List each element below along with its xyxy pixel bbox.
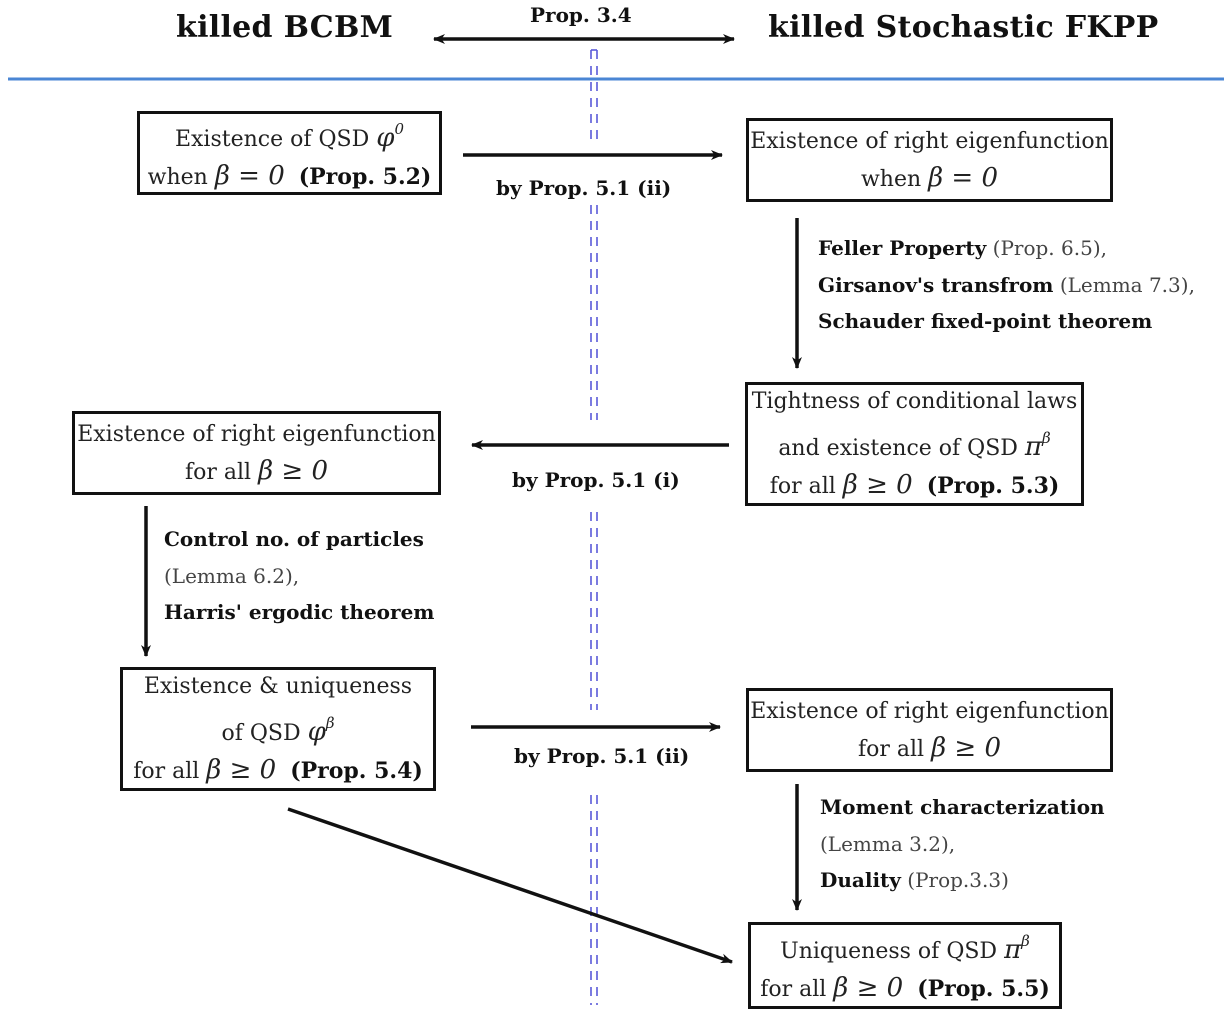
note-line: Feller Property (Prop. 6.5),: [818, 230, 1195, 267]
note-ref: (Prop. 6.5),: [986, 236, 1107, 260]
box-text: Tightness of conditional laws: [751, 389, 1078, 414]
note-right-2: Moment characterization (Lemma 3.2), Dua…: [820, 789, 1105, 899]
box-text: for all: [769, 474, 843, 499]
note-line: Duality (Prop.3.3): [820, 862, 1105, 899]
edge-label-2: by Prop. 5.1 (i): [512, 468, 680, 492]
box-line: and existence of QSD πβ: [778, 420, 1050, 467]
note-bold: Duality: [820, 868, 901, 892]
note-line: Schauder fixed-point theorem: [818, 303, 1195, 340]
edge-label-1: by Prop. 5.1 (ii): [496, 176, 672, 200]
pi-symbol: π: [1024, 432, 1043, 462]
note-ref: (Prop.3.3): [900, 868, 1009, 892]
box-text: when: [860, 166, 929, 192]
note-line: Moment characterization: [820, 789, 1105, 826]
box-existence-qsd-phi0: Existence of QSD φ0 when β = 0 (Prop. 5.…: [137, 111, 442, 195]
pi-symbol: π: [1004, 935, 1022, 965]
math-expr: β = 0: [928, 162, 999, 193]
box-text: Existence & uniqueness: [143, 674, 413, 699]
math-expr: β = 0: [214, 160, 285, 191]
box-text: Existence of QSD: [174, 126, 377, 152]
superscript: β: [1042, 429, 1051, 447]
math-expr: β ≥ 0: [931, 732, 1001, 763]
note-ref: (Lemma 3.2),: [820, 831, 956, 856]
note-line: Harris' ergodic theorem: [164, 594, 434, 631]
box-text: for all: [760, 977, 834, 1002]
box-unique-pi-beta: Uniqueness of QSD πβ for all β ≥ 0 (Prop…: [748, 922, 1062, 1009]
note-line: Control no. of particles: [164, 521, 434, 558]
box-text: Uniqueness of QSD: [780, 939, 1005, 964]
box-line: for all β ≥ 0: [185, 453, 328, 491]
superscript: 0: [394, 119, 405, 138]
box-right-eigen-all-right: Existence of right eigenfunction for all…: [746, 688, 1113, 772]
note-left: Control no. of particles (Lemma 6.2), Ha…: [164, 521, 434, 631]
math-expr: β ≥ 0: [206, 755, 277, 785]
note-line: Girsanov's transfrom (Lemma 7.3),: [818, 267, 1195, 304]
note-bold: Moment characterization: [820, 795, 1105, 819]
note-bold: Harris' ergodic theorem: [164, 600, 435, 624]
box-text: when: [147, 164, 215, 190]
box-text: for all: [858, 736, 932, 762]
center-dashed-divider: [590, 50, 598, 1005]
prop-ref: (Prop. 5.3): [926, 473, 1060, 499]
math-expr: β ≥ 0: [833, 973, 904, 1003]
note-ref: (Lemma 7.3),: [1053, 272, 1195, 297]
edge-label-3: by Prop. 5.1 (ii): [514, 744, 690, 768]
note-ref: (Lemma 6.2),: [164, 563, 300, 588]
box-text: Existence of right eigenfunction: [750, 698, 1109, 724]
box-line: when β = 0 (Prop. 5.2): [148, 158, 432, 196]
box-text: Existence of right eigenfunction: [750, 128, 1109, 154]
box-right-eigen-beta0: Existence of right eigenfunction when β …: [746, 118, 1113, 202]
note-bold: Feller Property: [818, 236, 987, 260]
box-text: for all: [133, 759, 207, 784]
note-right-1: Feller Property (Prop. 6.5), Girsanov's …: [818, 230, 1195, 340]
phi-symbol: φ: [307, 717, 326, 747]
box-line: of QSD φβ: [221, 705, 334, 752]
math-expr: β ≥ 0: [842, 470, 913, 500]
phi-symbol: φ: [376, 122, 395, 153]
note-bold: Girsanov's transfrom: [818, 272, 1054, 297]
box-line: Existence of QSD φ0: [175, 111, 404, 158]
box-right-eigen-all-left: Existence of right eigenfunction for all…: [72, 411, 441, 495]
box-text: and existence of QSD: [778, 436, 1025, 461]
top-arrow-label: Prop. 3.4: [530, 3, 632, 27]
note-line: (Lemma 6.2),: [164, 558, 434, 595]
left-title: killed BCBM: [176, 10, 394, 45]
superscript: β: [325, 714, 335, 732]
prop-ref: (Prop. 5.5): [917, 976, 1050, 1002]
prop-ref: (Prop. 5.2): [298, 163, 432, 190]
box-line: for all β ≥ 0: [858, 730, 1001, 768]
box-tightness: Tightness of conditional laws and existe…: [745, 382, 1084, 506]
box-line: for all β ≥ 0 (Prop. 5.4): [133, 752, 423, 790]
note-bold: Schauder fixed-point theorem: [818, 309, 1153, 333]
prop-ref: (Prop. 5.4): [290, 758, 423, 784]
box-text: Existence of right eigenfunction: [77, 421, 436, 447]
math-expr: β ≥ 0: [258, 455, 328, 486]
box-text: of QSD: [221, 721, 308, 746]
note-line: (Lemma 3.2),: [820, 826, 1105, 863]
superscript: β: [1021, 932, 1030, 950]
box-text: for all: [185, 459, 259, 485]
box-unique-phi-beta: Existence & uniqueness of QSD φβ for all…: [120, 667, 436, 791]
note-bold: Control no. of particles: [164, 527, 424, 551]
arrow-diagonal: [287, 807, 733, 964]
box-line: when β = 0: [861, 160, 998, 198]
right-title: killed Stochastic FKPP: [768, 10, 1159, 45]
box-line: for all β ≥ 0 (Prop. 5.5): [760, 970, 1050, 1008]
box-line: Uniqueness of QSD πβ: [780, 923, 1030, 970]
box-line: for all β ≥ 0 (Prop. 5.3): [770, 467, 1060, 505]
